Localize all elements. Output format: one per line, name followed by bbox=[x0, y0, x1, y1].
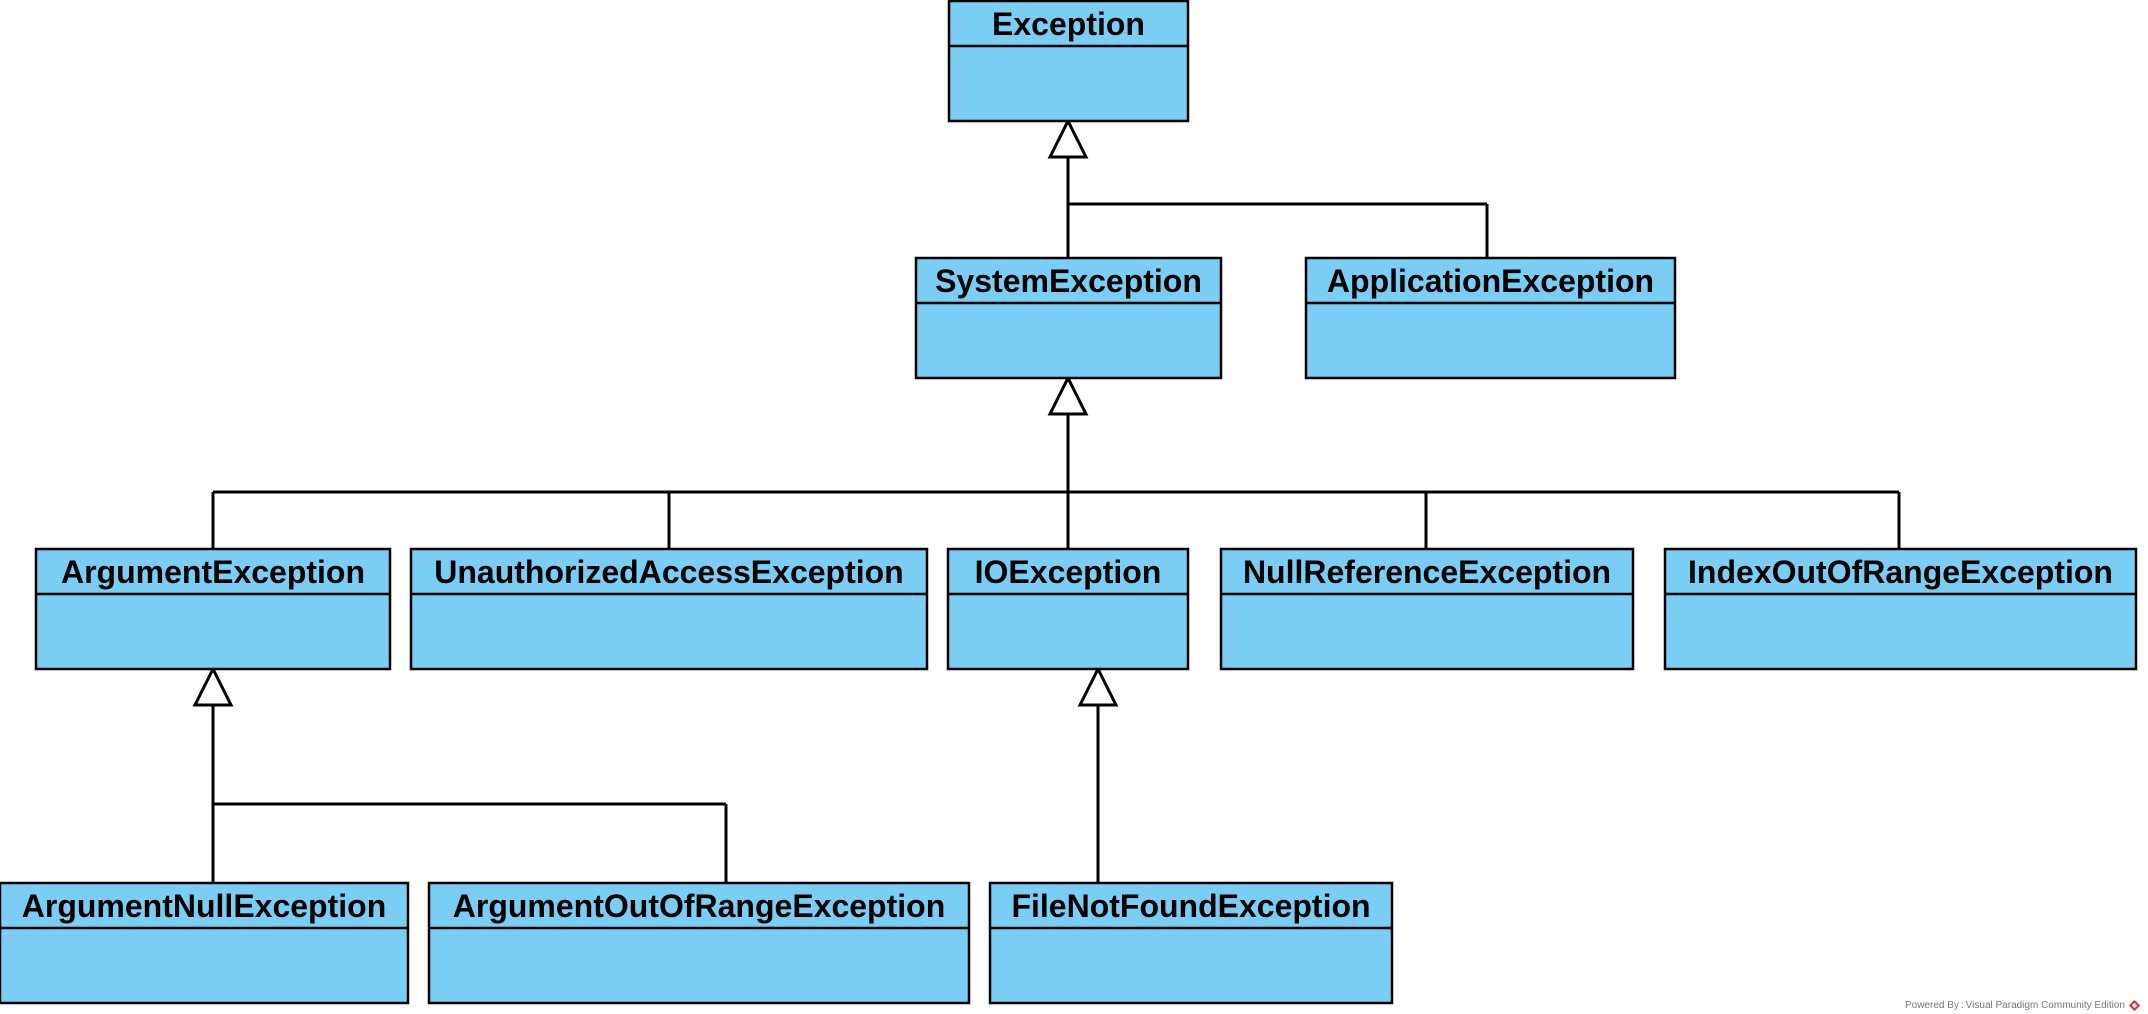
class-box bbox=[1304, 256, 1677, 380]
generalization-edges bbox=[192, 117, 1901, 883]
class-box bbox=[946, 547, 1190, 671]
watermark-text: Powered By : Visual Paradigm Community E… bbox=[1904, 1000, 2125, 1011]
generalization-arrow-icon bbox=[1047, 374, 1089, 416]
class-name: ArgumentException bbox=[61, 554, 365, 590]
class-file-not-found-exception[interactable]: FileNotFoundException bbox=[988, 881, 1394, 1005]
generalization-arrow-icon bbox=[1047, 117, 1089, 159]
class-box bbox=[947, 0, 1190, 123]
class-index-out-of-range-exception[interactable]: IndexOutOfRangeException bbox=[1663, 547, 2138, 671]
generalization-io-exception bbox=[1077, 665, 1119, 883]
class-box bbox=[34, 547, 392, 671]
class-name: FileNotFoundException bbox=[1011, 888, 1370, 924]
class-io-exception[interactable]: IOException bbox=[946, 547, 1190, 671]
class-name: ArgumentNullException bbox=[22, 888, 386, 924]
class-name: ApplicationException bbox=[1327, 263, 1654, 299]
watermark: Powered By : Visual Paradigm Community E… bbox=[1905, 1000, 2140, 1011]
class-null-reference-exception[interactable]: NullReferenceException bbox=[1219, 547, 1635, 671]
class-name: Exception bbox=[992, 6, 1145, 42]
generalization-exception bbox=[1047, 117, 1489, 258]
class-box bbox=[409, 547, 929, 671]
generalization-arrow-icon bbox=[1077, 665, 1119, 707]
generalization-system-exception bbox=[211, 374, 1901, 549]
class-argument-out-of-range-exception[interactable]: ArgumentOutOfRangeException bbox=[427, 881, 971, 1005]
class-box bbox=[988, 881, 1394, 1005]
class-name: ArgumentOutOfRangeException bbox=[453, 888, 945, 924]
generalization-argument-exception bbox=[192, 665, 728, 883]
class-name: IndexOutOfRangeException bbox=[1688, 554, 2113, 590]
class-argument-null-exception[interactable]: ArgumentNullException bbox=[0, 881, 410, 1005]
class-name: SystemException bbox=[935, 263, 1202, 299]
class-box bbox=[1219, 547, 1635, 671]
class-name: IOException bbox=[975, 554, 1162, 590]
class-box bbox=[1663, 547, 2138, 671]
generalization-arrow-icon bbox=[192, 665, 234, 707]
class-box bbox=[0, 881, 410, 1005]
class-box bbox=[427, 881, 971, 1005]
class-unauthorized-access-exception[interactable]: UnauthorizedAccessException bbox=[409, 547, 929, 671]
class-application-exception[interactable]: ApplicationException bbox=[1304, 256, 1677, 380]
class-name: NullReferenceException bbox=[1243, 554, 1611, 590]
class-name: UnauthorizedAccessException bbox=[434, 554, 903, 590]
class-exception[interactable]: Exception bbox=[947, 0, 1190, 123]
class-system-exception[interactable]: SystemException bbox=[914, 256, 1223, 380]
visual-paradigm-logo-icon bbox=[2129, 1000, 2140, 1011]
class-box bbox=[914, 256, 1223, 380]
class-argument-exception[interactable]: ArgumentException bbox=[34, 547, 392, 671]
